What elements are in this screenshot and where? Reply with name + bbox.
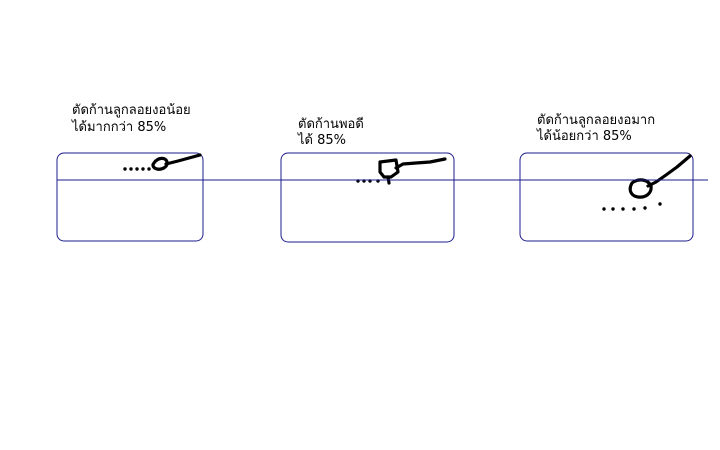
panel-1: ตัดก้านลูกลอยงอน้อย ได้มากกว่า 85% <box>56 103 204 242</box>
panel-3-dot <box>632 207 636 211</box>
panel-1-caption-line-2: ได้มากกว่า 85% <box>71 119 166 135</box>
panel-1-float-ball <box>151 156 169 171</box>
panel-1-dot <box>147 167 151 171</box>
panel-2-float-sketch <box>356 157 447 185</box>
panel-3: ตัดก้านลูกลอยงอมาก ได้น้อยกว่า 85% <box>519 113 694 242</box>
panel-2-float-ball <box>378 158 400 179</box>
panel-3-dot <box>658 202 662 206</box>
panel-1-float-rod <box>164 153 202 166</box>
panel-2-tank-frame <box>280 152 455 243</box>
panel-1-dot <box>135 167 139 171</box>
panel-3-dot <box>611 207 615 211</box>
panel-2: ตัดก้านพอดี ได้ 85% <box>280 116 455 243</box>
panel-3-dot <box>621 207 625 211</box>
panel-3-float-rod <box>646 154 692 188</box>
panel-2-caption-line-2: ได้ 85% <box>297 132 346 148</box>
panel-1-dot <box>129 167 133 171</box>
panel-3-float-ball <box>628 178 653 199</box>
panel-1-tank-frame <box>56 152 204 242</box>
panel-3-tank-frame <box>519 152 694 242</box>
panel-1-dot <box>141 167 145 171</box>
panel-1-dot <box>123 167 127 171</box>
panel-3-caption-line-2: ได้น้อยกว่า 85% <box>536 128 632 144</box>
panel-3-dot <box>643 206 647 210</box>
panel-1-caption-line-1: ตัดก้านลูกลอยงอน้อย <box>72 103 191 118</box>
panel-3-dot <box>602 207 606 211</box>
panel-1-float-sketch <box>123 153 202 171</box>
panel-3-float-sketch <box>602 154 692 211</box>
panel-2-float-rod <box>394 157 447 170</box>
panel-3-caption-line-1: ตัดก้านลูกลอยงอมาก <box>537 113 655 128</box>
panel-2-caption-line-1: ตัดก้านพอดี <box>298 116 364 132</box>
